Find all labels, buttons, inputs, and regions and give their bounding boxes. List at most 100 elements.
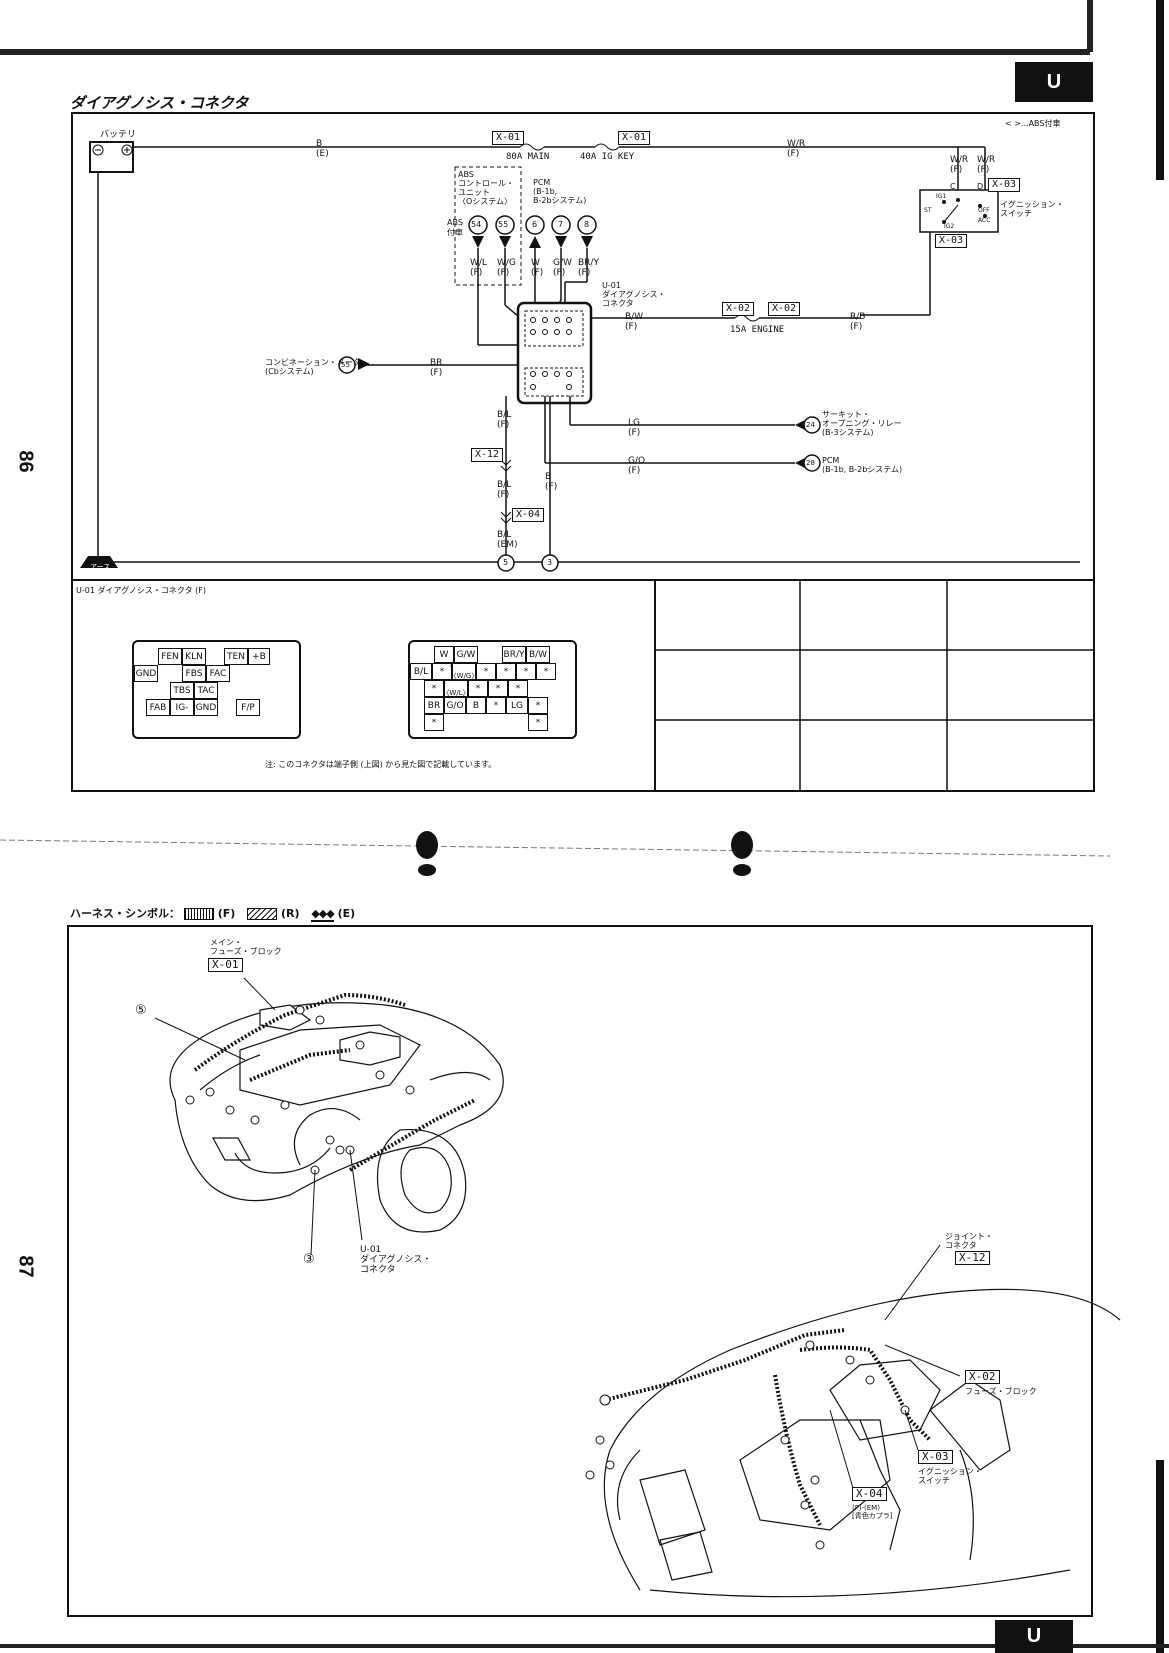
lc-cell: FEN	[158, 648, 182, 665]
rc-cell: *	[536, 663, 556, 680]
conn-x12: X-12	[471, 448, 504, 462]
wire-br: BR (F)	[430, 358, 443, 378]
legend-f: (F)	[217, 907, 236, 920]
legend-r: (R)	[280, 907, 300, 920]
harness-x03: X-03	[918, 1450, 953, 1464]
right-connector-face: W G/W BR/Y B/W B/L * * 〈W/G〉 * * * * * *…	[408, 640, 577, 739]
rc-cell: * 〈W/L〉	[442, 679, 470, 697]
pin-55: 55	[498, 220, 509, 229]
wire-wr-f: W/R (F)	[787, 139, 806, 159]
rc-cell: *	[486, 697, 506, 714]
main-fuse-label: メイン・ フューズ・ブロック	[210, 938, 282, 956]
circle-24: 24	[806, 421, 815, 429]
rc-cell: *	[424, 714, 444, 731]
diagram-title: ダイアグノシス・コネクタ	[70, 94, 249, 112]
ign-switch-label: イグニッション・ スイッチ	[1000, 200, 1064, 218]
wire-b: B (F)	[545, 472, 558, 492]
conn-x02-b: X-02	[768, 302, 801, 316]
wire-go: G/O (F)	[628, 456, 646, 476]
lc-cell: TAC	[194, 682, 218, 699]
fuse-main: 80A MAIN	[506, 152, 550, 162]
connector-title: U-01 ダイアグノシス・コネクタ (F)	[76, 586, 206, 595]
lc-cell: FAB	[146, 699, 170, 716]
pin-54: 54	[471, 220, 482, 229]
conn-x04: X-04	[512, 508, 545, 522]
wire-bl-3: B/L (EM)	[497, 530, 518, 550]
rc-cell: *	[528, 697, 548, 714]
lc-cell: F/P	[236, 699, 260, 716]
ign-pos-d: D	[977, 182, 984, 191]
section-tab-bottom: U	[995, 1620, 1073, 1653]
rc-cell: *	[432, 663, 452, 680]
abs-unit-label: ABS コントロール・ ユニット 〈Oシステム〉	[458, 170, 514, 206]
lc-cell: GND	[194, 699, 218, 716]
pcm2-label: PCM (B-1b, B-2bシステム)	[822, 456, 903, 474]
legend-e-icon: ◆◆◆	[311, 907, 335, 922]
harness-x04-note: (F)-(EM) [青色カプラ]	[852, 1504, 893, 1520]
wire-wr-1: W/R (F)	[950, 155, 969, 175]
rc-cell: B	[466, 697, 486, 714]
circuit-relay-label: サーキット・ オープニング・リレー (B-3システム)	[822, 410, 902, 437]
rc-cell: *	[516, 663, 536, 680]
ign-pos-acc: ACC	[978, 217, 991, 224]
rc-cell: * 〈W/G〉	[449, 662, 479, 680]
pin-7: 7	[558, 220, 564, 229]
abs-note: < >...ABS付車	[1005, 119, 1061, 128]
harness-x01: X-01	[208, 958, 243, 972]
rc-cell: B/L	[410, 663, 432, 680]
ground-label: アース	[90, 563, 111, 571]
ign-pos-ig1: IG1	[936, 193, 947, 200]
lc-cell: +B	[248, 648, 270, 665]
abs-mark-label: ABS 付車	[447, 218, 463, 237]
ign-pos-st: ST	[924, 207, 932, 214]
legend-r-icon	[247, 908, 278, 920]
legend-label: ハーネス・シンボル：	[70, 907, 180, 920]
conn-x03-b: X-03	[935, 234, 968, 248]
u01-label: U-01 ダイアグノシス・ コネクタ	[602, 281, 666, 308]
ign-pos-off: OFF	[978, 207, 990, 214]
conn-x01-a: X-01	[492, 131, 525, 145]
meter-label: コンビネーション・メータ (Cbシステム)	[265, 358, 361, 376]
battery-label: バッテリ	[100, 130, 137, 140]
rc-cell: BR/Y	[502, 646, 526, 663]
wire-bl-1: B/L (F)	[497, 410, 512, 430]
rc-cell: LG	[506, 697, 528, 714]
wire-bry: BR/Y (F)	[578, 258, 599, 278]
conn-x03-a: X-03	[988, 178, 1021, 192]
harness-x02: X-02	[965, 1370, 1000, 1384]
harness-c3: ③	[303, 1252, 315, 1267]
rc-cell: G/W	[454, 646, 478, 663]
conn-x01-b: X-01	[618, 131, 651, 145]
wire-wr-2: W/R (F)	[977, 155, 996, 175]
lc-cell: FBS	[182, 665, 206, 682]
wire-rb: R/B (F)	[850, 312, 866, 332]
harness-ign-label: イグニッション・ スイッチ	[918, 1467, 982, 1485]
harness-x04: X-04	[852, 1487, 887, 1501]
section-tab-top: U	[1015, 62, 1093, 102]
wire-bw: B/W (F)	[625, 312, 644, 332]
wire-b-e: B (E)	[316, 139, 329, 159]
wire-lg: LG (F)	[628, 418, 641, 438]
lc-cell: TEN	[224, 648, 248, 665]
circle-3: 3	[547, 558, 553, 567]
legend-e: (E)	[337, 907, 356, 920]
rc-cell: BR	[424, 697, 444, 714]
fuse-block-label: フューズ・ブロック	[965, 1387, 1037, 1396]
wire-wg: W/G (F)	[497, 258, 516, 278]
fuse-engine: 15A ENGINE	[730, 325, 785, 335]
connector-note: 注: このコネクタは端子側 (上図) から見た図で記載しています。	[265, 760, 497, 769]
pin-8: 8	[584, 220, 590, 229]
wire-w: W (F)	[531, 258, 544, 278]
harness-legend: ハーネス・シンボル： (F) (R) ◆◆◆ (E)	[70, 905, 355, 922]
ign-pos-c: C	[950, 182, 956, 191]
circle-55: 55	[341, 361, 350, 369]
lc-cell: FAC	[206, 665, 230, 682]
wire-bl-2: B/L (F)	[497, 480, 512, 500]
rc-cell: B/W	[526, 646, 550, 663]
rc-cell: *	[508, 680, 528, 697]
rc-cell: G/O	[444, 697, 466, 714]
circle-28: 28	[806, 459, 815, 467]
